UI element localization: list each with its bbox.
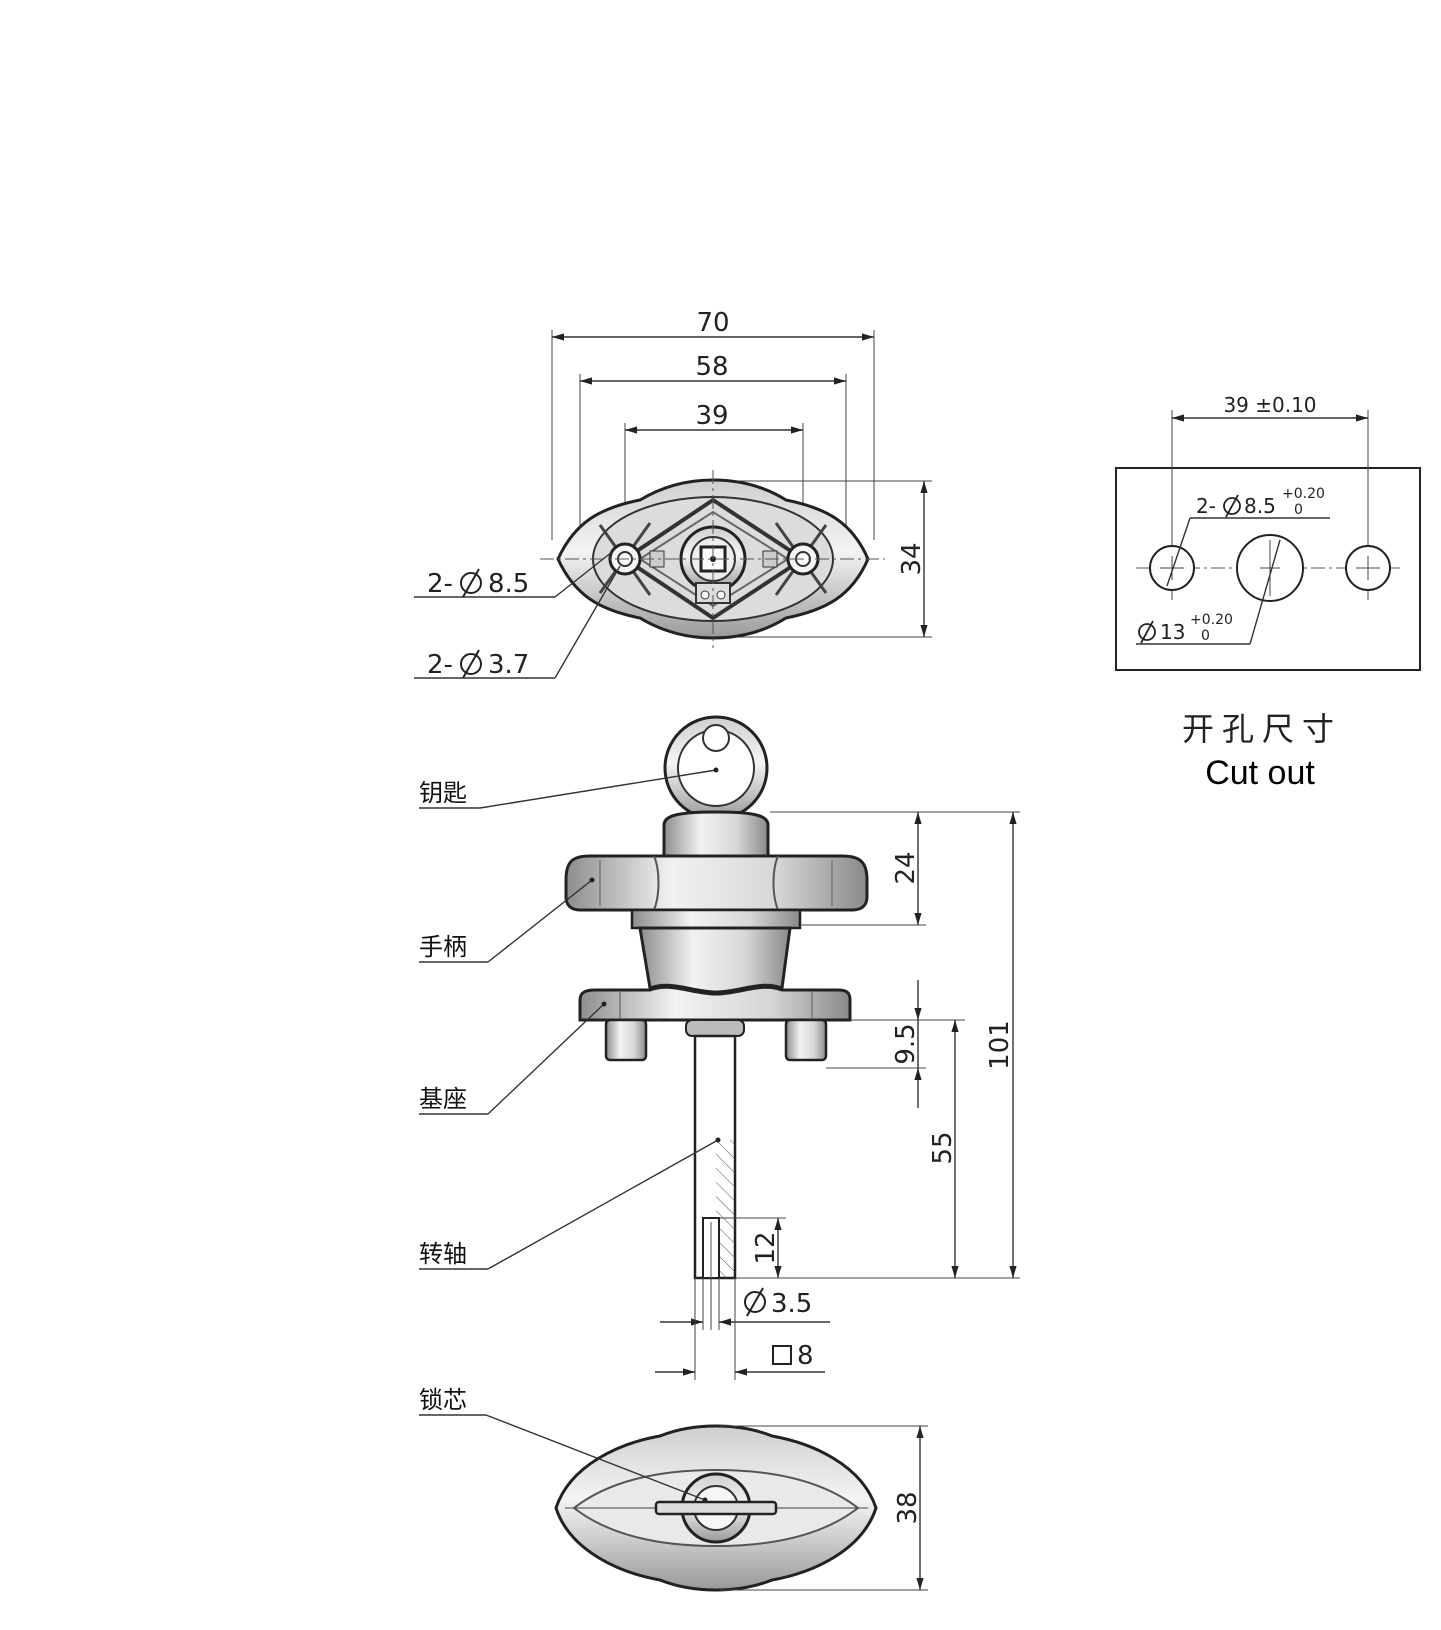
diameter-symbol-icon [460,568,482,598]
dim-8-text: 8 [797,1341,814,1371]
callout-cutout-center: 13 +0.20 0 [1136,539,1281,645]
dim-cutout-spacing: 39 ±0.10 [1171,393,1369,600]
callout-small-hole: 2- 3.7 [414,565,621,680]
callout-cutout-holes-prefix: 2- [1196,494,1216,518]
dim-shaft-diameter: 3.5 [660,1278,830,1330]
dim-cutout-spacing-text: 39 ±0.10 [1223,393,1316,417]
cutout-title-en: Cut out [1205,754,1315,792]
diameter-symbol-icon [1138,620,1156,644]
dim-34: 34 [720,480,932,638]
callout-cutout-holes-tol-lower: 0 [1294,502,1303,518]
diameter-symbol-icon [460,649,482,679]
callout-cutout-center-tol-upper: +0.20 [1190,612,1233,628]
label-base-group: 基座 [419,1001,607,1115]
cutout-view: 39 ±0.10 2- 8.5 +0.20 0 [1115,393,1421,792]
bottom-view: 锁芯 38 [419,1386,928,1592]
dim-24: 24 [770,811,926,926]
dim-24-text: 24 [891,851,921,884]
label-core-group: 锁芯 [419,1386,708,1503]
label-handle: 手柄 [419,933,467,961]
dim-39-text: 39 [695,401,728,431]
label-shaft-group: 转轴 [419,1137,721,1270]
label-key-group: 钥匙 [419,767,719,809]
callout-mount-value: 8.5 [488,569,529,599]
dim-58: 58 [579,352,847,540]
label-base: 基座 [419,1085,467,1113]
dim-12-text: 12 [751,1231,781,1264]
label-handle-group: 手柄 [419,877,595,963]
dim-58-text: 58 [695,352,728,382]
dim-34-text: 34 [897,542,927,575]
dim-38-text: 38 [893,1491,923,1524]
dim-9-5-text: 9.5 [891,1023,921,1064]
dim-101: 101 [735,811,1020,1279]
dim-101-text: 101 [985,1020,1015,1070]
label-shaft: 转轴 [419,1240,467,1268]
dim-9-5: 9.5 [826,980,965,1108]
dim-3-5-text: 3.5 [771,1289,812,1319]
callout-cutout-center-value: 13 [1160,620,1185,644]
dim-70: 70 [551,308,875,540]
callout-cutout-holes-tol-upper: +0.20 [1282,486,1325,502]
dim-55: 55 [928,1020,959,1278]
callout-small-prefix: 2- [427,650,453,680]
callout-small-value: 3.7 [488,650,529,680]
diameter-symbol-icon [744,1287,766,1317]
dim-55-text: 55 [928,1131,958,1164]
callout-cutout-holes-value: 8.5 [1244,494,1276,518]
dim-38: 38 [720,1425,928,1591]
diameter-symbol-icon [1223,494,1241,518]
callout-mount-prefix: 2- [427,569,453,599]
callout-cutout-holes: 2- 8.5 +0.20 0 [1166,486,1330,587]
callout-mount-hole: 2- 8.5 [414,551,613,599]
label-key: 钥匙 [419,779,467,807]
top-view-part [540,470,885,648]
square-symbol-icon [772,1345,792,1365]
front-view: 钥匙 手柄 基座 转轴 24 [419,715,1020,1380]
dim-square: 8 [655,1278,825,1380]
cutout-title-cn: 开孔尺寸 [1182,710,1342,748]
dim-12: 12 [719,1217,786,1278]
top-view: 70 58 39 34 [414,308,932,680]
dim-70-text: 70 [696,308,729,338]
label-core: 锁芯 [419,1386,467,1414]
callout-cutout-center-tol-lower: 0 [1201,628,1210,644]
